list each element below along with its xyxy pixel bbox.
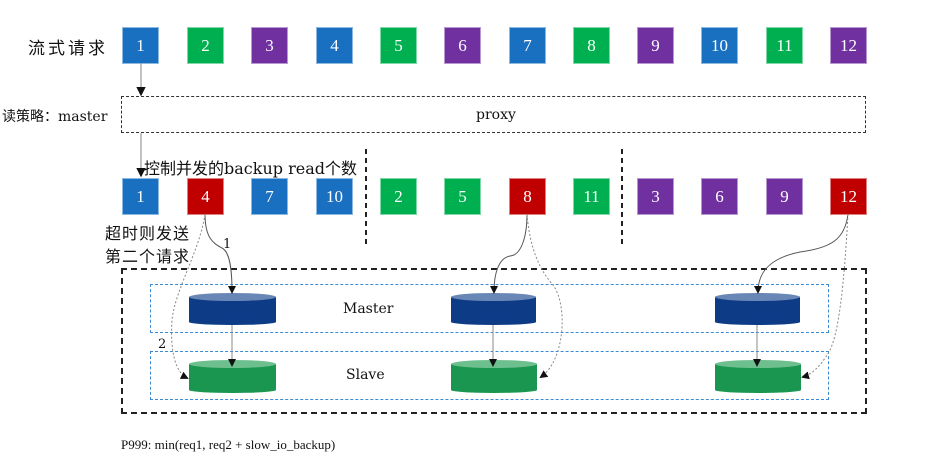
routed-request-3: 3 bbox=[637, 178, 674, 215]
path-label-2: 2 bbox=[158, 337, 167, 352]
concurrency-note: 控制并发的backup read个数 bbox=[144, 159, 357, 178]
routed-request-6: 6 bbox=[701, 178, 738, 215]
read-policy-label: 读策略：master bbox=[2, 109, 108, 125]
stream-request-2: 2 bbox=[187, 27, 224, 64]
slave-label: Slave bbox=[346, 367, 385, 383]
slave-db-3 bbox=[715, 360, 801, 393]
stream-requests-label: 流式请求 bbox=[28, 39, 108, 59]
routed-request-2: 2 bbox=[380, 178, 417, 215]
stream-request-8: 8 bbox=[573, 27, 610, 64]
master-label: Master bbox=[343, 301, 394, 317]
stream-request-9: 9 bbox=[637, 27, 674, 64]
stream-request-6: 6 bbox=[444, 27, 481, 64]
path-label-1: 1 bbox=[223, 237, 232, 252]
routed-request-9: 9 bbox=[766, 178, 803, 215]
stream-request-11: 11 bbox=[766, 27, 803, 64]
stream-request-5: 5 bbox=[380, 27, 417, 64]
routed-request-8: 8 bbox=[509, 178, 546, 215]
master-db-2 bbox=[451, 293, 536, 325]
slave-group bbox=[150, 351, 829, 400]
routed-request-1: 1 bbox=[122, 178, 159, 215]
req12-primary-path bbox=[754, 213, 849, 294]
proxy-label: proxy bbox=[476, 107, 516, 123]
routed-request-5: 5 bbox=[444, 178, 481, 215]
req8-backup-path bbox=[526, 213, 563, 379]
req8-primary-path bbox=[490, 213, 528, 294]
routed-request-12: 12 bbox=[830, 178, 867, 215]
proxy-box bbox=[121, 96, 866, 133]
req4-primary-path bbox=[204, 213, 236, 294]
timeout-note-line2: 第二个请求 bbox=[105, 247, 191, 266]
storage-cluster-box bbox=[121, 268, 867, 414]
routed-request-10: 10 bbox=[316, 178, 353, 215]
stream-request-10: 10 bbox=[701, 27, 738, 64]
stream-request-4: 4 bbox=[316, 27, 353, 64]
slave-db-2 bbox=[451, 360, 537, 393]
master-db-1 bbox=[189, 293, 276, 325]
routed-request-11: 11 bbox=[573, 178, 610, 215]
req12-backup-path bbox=[801, 213, 849, 380]
routed-request-4: 4 bbox=[187, 178, 224, 215]
stream-request-3: 3 bbox=[251, 27, 288, 64]
stream-request-12: 12 bbox=[830, 27, 867, 64]
routed-request-7: 7 bbox=[251, 178, 288, 215]
p999-formula: P999: min(req1, req2 + slow_io_backup) bbox=[121, 437, 336, 452]
master-db-3 bbox=[715, 293, 800, 325]
master-group bbox=[150, 284, 829, 333]
timeout-note-line1: 超时则发送 bbox=[105, 224, 191, 243]
stream-request-7: 7 bbox=[509, 27, 546, 64]
